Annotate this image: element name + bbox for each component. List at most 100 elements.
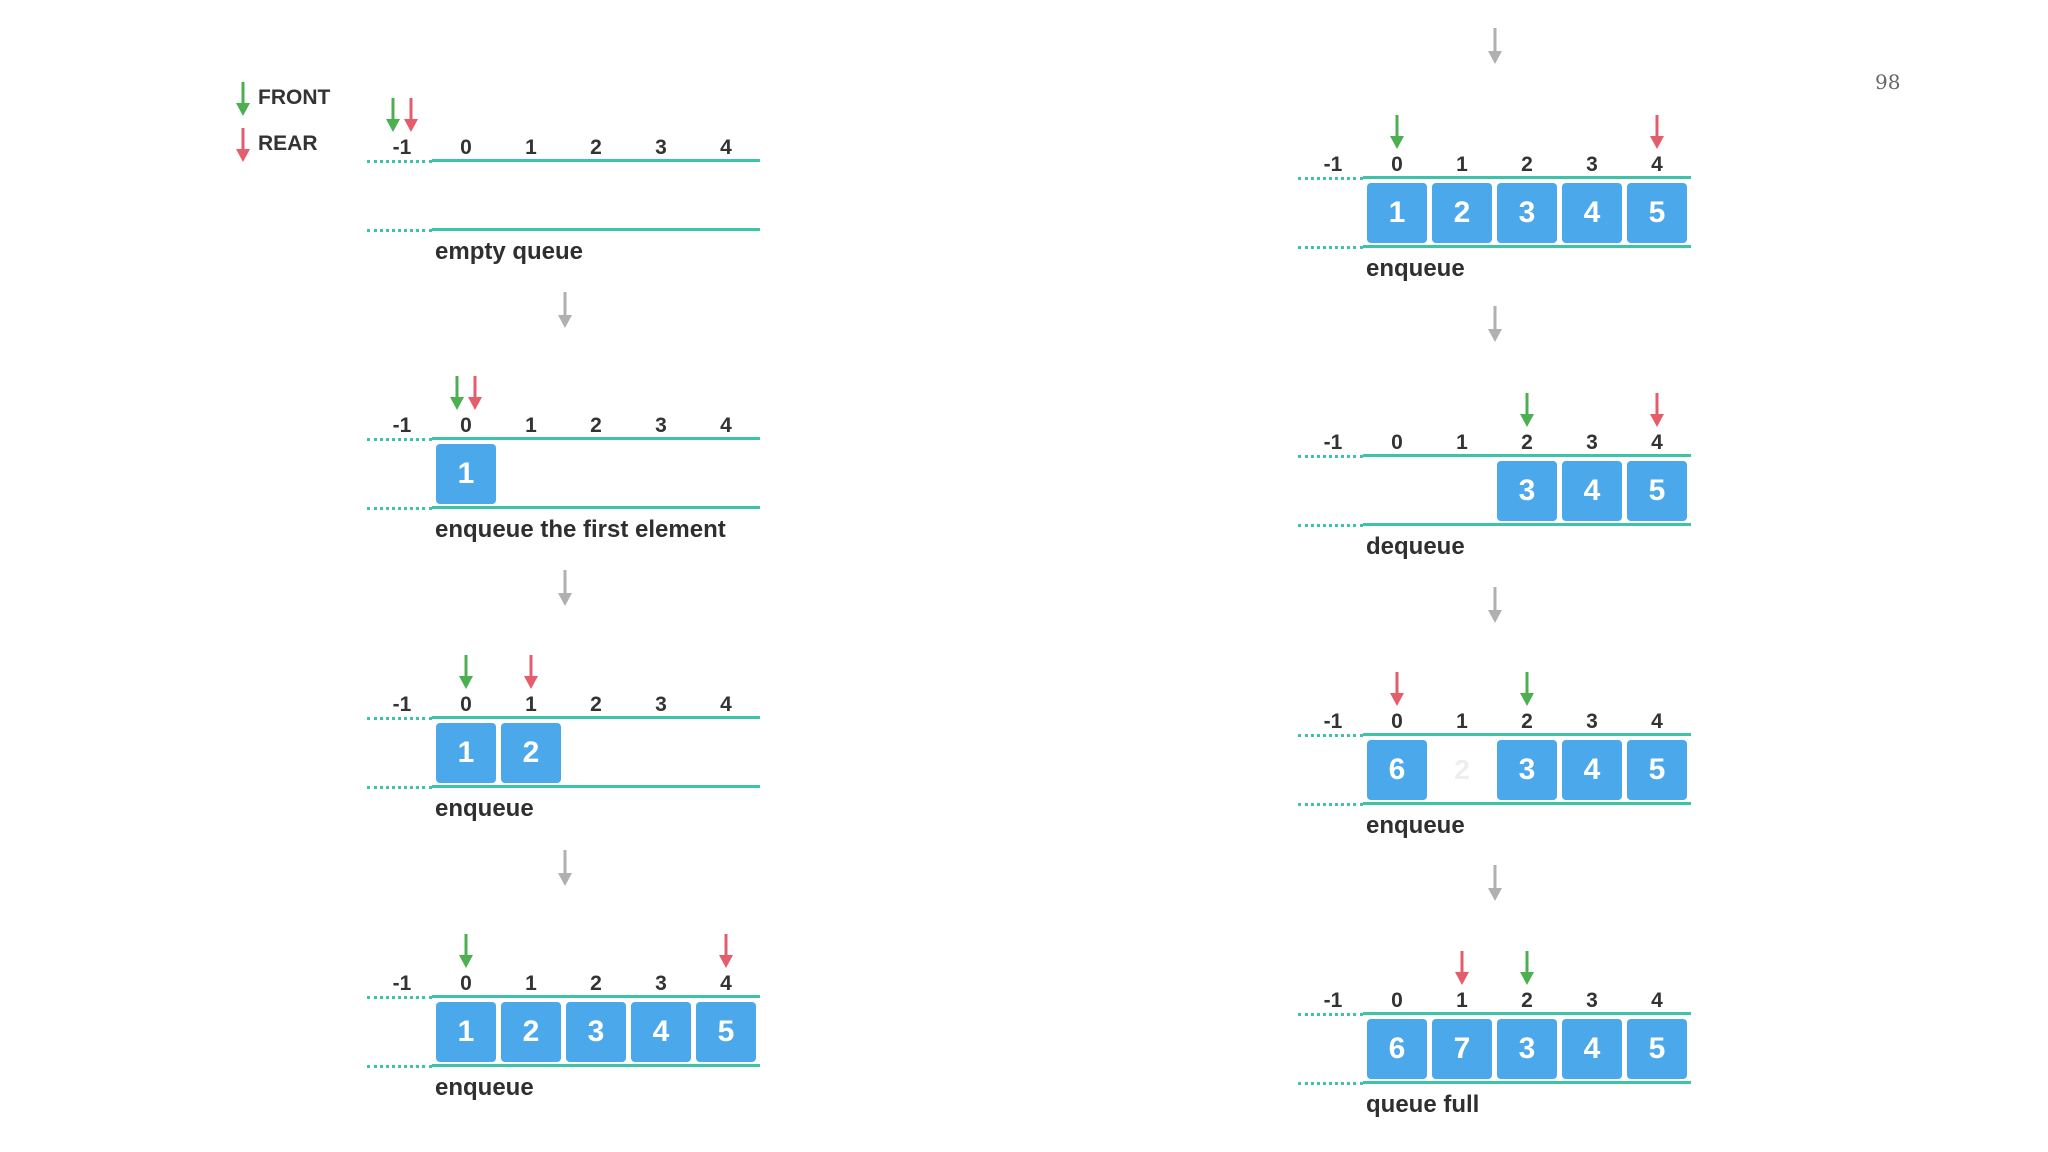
index-label: 3: [1586, 153, 1598, 176]
queue-cell: 2: [501, 1002, 561, 1062]
rear-pointer-icon: [524, 655, 538, 694]
queue-caption: enqueue the first element: [435, 516, 726, 543]
queue-track-line: [432, 437, 760, 440]
index-minus-one-boundary: [367, 160, 432, 163]
index-label: 1: [525, 136, 537, 159]
queue-cell: 3: [1497, 183, 1557, 243]
index-label: 2: [1521, 431, 1533, 454]
queue-cell: 2: [501, 723, 561, 783]
index-label: 2: [1521, 710, 1533, 733]
index-minus-one-boundary: [367, 507, 432, 510]
queue-cell: 5: [1627, 183, 1687, 243]
front-pointer-icon: [1520, 393, 1534, 432]
index-label: 3: [1586, 431, 1598, 454]
queue-cell: 1: [436, 723, 496, 783]
index-minus-one-boundary: [367, 996, 432, 999]
queue-cell: 3: [1497, 1019, 1557, 1079]
index-minus-one-boundary: [1298, 1082, 1363, 1085]
index-minus-one-boundary: [1298, 246, 1363, 249]
queue-caption: enqueue: [1366, 812, 1465, 839]
index-label: 1: [1456, 431, 1468, 454]
green-down-arrow-icon: [236, 82, 250, 116]
queue-caption: enqueue: [435, 1074, 534, 1101]
queue-cell: 2: [1432, 183, 1492, 243]
step-arrow-icon: [558, 570, 572, 606]
index-minus-one-boundary: [1298, 803, 1363, 806]
index-label: 1: [1456, 153, 1468, 176]
queue-track-line: [1363, 454, 1691, 457]
index-label: 4: [720, 972, 732, 995]
queue-caption: dequeue: [1366, 533, 1465, 560]
index-label: 0: [1391, 989, 1403, 1012]
queue-caption: enqueue: [435, 795, 534, 822]
index-label: -1: [1323, 431, 1343, 454]
index-label: 4: [1651, 431, 1663, 454]
step-arrow-icon: [1488, 28, 1502, 64]
step-arrow-icon: [558, 292, 572, 328]
rear-pointer-icon: [1650, 115, 1664, 154]
queue-cell: 4: [631, 1002, 691, 1062]
dequeued-slot-ghost: 2: [1454, 754, 1470, 785]
index-label: 2: [590, 414, 602, 437]
queue-track-line: [1363, 733, 1691, 736]
index-minus-one-boundary: [367, 717, 432, 720]
queue-cell: 5: [1627, 1019, 1687, 1079]
queue-cell: 6: [1367, 1019, 1427, 1079]
queue-track-line: [432, 228, 760, 231]
index-minus-one-boundary: [1298, 734, 1363, 737]
index-label: 3: [1586, 989, 1598, 1012]
queue-cell: 1: [1367, 183, 1427, 243]
index-label: -1: [392, 693, 412, 716]
queue-cell: 3: [1497, 740, 1557, 800]
queue-cell: 3: [1497, 461, 1557, 521]
index-label: 2: [590, 972, 602, 995]
queue-track-line: [432, 785, 760, 788]
queue-track-line: [432, 716, 760, 719]
front-pointer-icon: [1390, 115, 1404, 154]
index-label: 0: [460, 693, 472, 716]
index-label: 3: [655, 136, 667, 159]
step-arrow-icon: [558, 850, 572, 886]
queue-cell: 5: [1627, 461, 1687, 521]
index-label: 2: [1521, 989, 1533, 1012]
queue-cell: 6: [1367, 740, 1427, 800]
index-minus-one-boundary: [1298, 455, 1363, 458]
index-label: 2: [590, 136, 602, 159]
index-minus-one-boundary: [1298, 177, 1363, 180]
rear-pointer-icon: [719, 934, 733, 973]
queue-track-line: [1363, 245, 1691, 248]
red-down-arrow-icon: [236, 128, 250, 162]
index-label: 1: [525, 693, 537, 716]
step-arrow-icon: [1488, 865, 1502, 901]
rear-pointer-icon: [1650, 393, 1664, 432]
index-label: 4: [720, 136, 732, 159]
queue-cell: 4: [1562, 740, 1622, 800]
queue-track-line: [432, 995, 760, 998]
step-arrow-icon: [1488, 587, 1502, 623]
queue-cell: 4: [1562, 183, 1622, 243]
index-label: -1: [392, 972, 412, 995]
index-minus-one-boundary: [367, 1065, 432, 1068]
index-label: 3: [655, 693, 667, 716]
index-label: 4: [720, 693, 732, 716]
queue-caption: queue full: [1366, 1091, 1480, 1118]
queue-cell: 7: [1432, 1019, 1492, 1079]
front-pointer-icon: [459, 934, 473, 973]
index-label: 2: [1521, 153, 1533, 176]
queue-track-line: [1363, 802, 1691, 805]
index-label: -1: [1323, 153, 1343, 176]
queue-cell: 3: [566, 1002, 626, 1062]
index-minus-one-boundary: [1298, 524, 1363, 527]
rear-pointer-icon: [1390, 672, 1404, 711]
index-label: 3: [1586, 710, 1598, 733]
index-label: -1: [392, 414, 412, 437]
queue-track-line: [432, 1064, 760, 1067]
rear-pointer-icon: [1455, 951, 1469, 990]
queue-cell: 5: [1627, 740, 1687, 800]
legend-front-label: FRONT: [258, 86, 331, 109]
